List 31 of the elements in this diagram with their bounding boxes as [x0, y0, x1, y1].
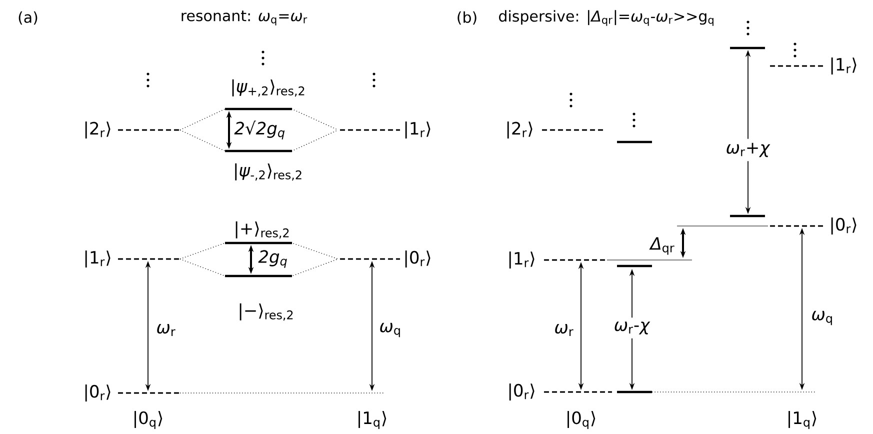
energy-label: ω$_{r}$: [555, 324, 574, 336]
splitting-label: 2√2g$_{q}$: [234, 120, 285, 140]
energy-label: ω$_{q}$: [380, 322, 400, 338]
state-label: |1$_{q}$⟩: [788, 410, 816, 430]
state-label: |0$_{r}$⟩: [405, 250, 430, 268]
state-label: |−⟩$_{res,2}$: [240, 303, 293, 321]
state-label: |ψ$_{-,2}$⟩$_{res,2}$: [235, 163, 302, 181]
state-label: |2$_{r}$⟩: [507, 122, 532, 138]
state-label: |0$_{r}$⟩: [831, 218, 856, 234]
state-label: |ψ$_{+,2}$⟩$_{res,2}$: [232, 79, 304, 97]
panel-heading: dispersive: |Δ$_{qr}$|=ω$_{q}$-ω$_{r}$>>g$_{q}$: [499, 10, 714, 26]
state-label: |1$_{r}$⟩: [831, 58, 856, 74]
state-label: |0$_{r}$⟩: [509, 384, 534, 400]
state-label: |0$_{q}$⟩: [568, 410, 596, 430]
state-label: |1$_{r}$⟩: [405, 122, 430, 138]
energy-label: ω$_{r}$+χ: [724, 138, 772, 162]
state-label: |2$_{r}$⟩: [85, 122, 110, 138]
state-label: |1$_{r}$⟩: [85, 250, 110, 268]
panel-label: (b): [458, 11, 476, 25]
energy-label: ω$_{r}$-χ: [612, 318, 652, 338]
panel-label: (a): [18, 11, 38, 25]
detuning-label: Δ$_{qr}$: [649, 237, 674, 255]
splitting-label: 2g$_{q}$: [258, 250, 287, 268]
panel-heading: resonant: ω$_{q}$=ω$_{r}$: [182, 10, 308, 26]
state-label: |1$_{r}$⟩: [509, 252, 534, 268]
state-label: |0$_{q}$⟩: [134, 410, 162, 430]
state-label: |1$_{q}$⟩: [358, 410, 386, 430]
state-label: |0$_{r}$⟩: [85, 384, 110, 402]
energy-label: ω$_{q}$: [812, 310, 832, 326]
state-label: |+⟩$_{res,2}$: [236, 221, 289, 239]
energy-label: ω$_{r}$: [157, 324, 176, 336]
